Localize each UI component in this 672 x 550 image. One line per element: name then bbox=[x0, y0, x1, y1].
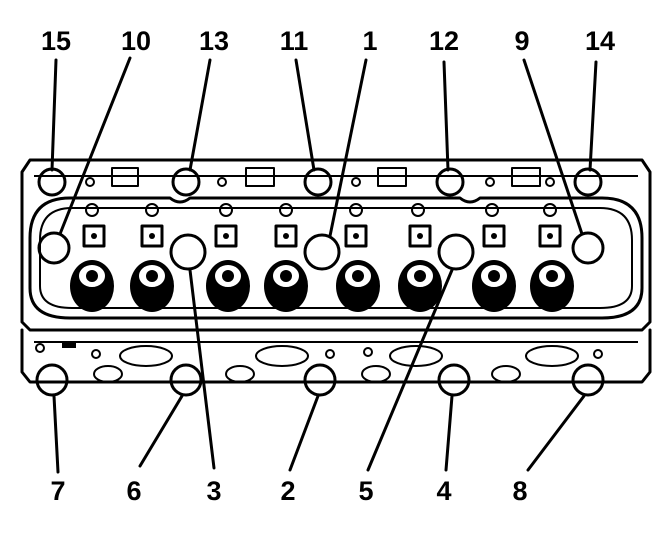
callout-2: 2 bbox=[280, 476, 295, 506]
callout-12: 12 bbox=[429, 26, 459, 56]
callout-labels: 1 2 3 4 5 6 7 8 9 10 11 12 13 14 15 bbox=[41, 26, 615, 506]
callout-1: 1 bbox=[362, 26, 377, 56]
valve-spring bbox=[398, 260, 442, 312]
callout-9: 9 bbox=[514, 26, 529, 56]
valve-stems bbox=[82, 203, 562, 248]
cylinder-head-outline bbox=[20, 158, 652, 332]
bolt-6 bbox=[169, 363, 203, 397]
valve-spring bbox=[530, 260, 574, 312]
bolt-7 bbox=[35, 363, 69, 397]
callout-11: 11 bbox=[280, 26, 309, 56]
bolt-12 bbox=[435, 167, 465, 197]
bolt-14 bbox=[573, 167, 603, 197]
valve-springs bbox=[70, 260, 574, 312]
callout-10: 10 bbox=[121, 26, 151, 56]
lower-deck bbox=[20, 328, 652, 384]
valve-spring bbox=[472, 260, 516, 312]
bolt-1 bbox=[303, 233, 341, 271]
bolt-2 bbox=[303, 363, 337, 397]
valve-spring bbox=[264, 260, 308, 312]
bolt-15 bbox=[37, 167, 67, 197]
bolt-9 bbox=[571, 231, 605, 265]
bolt-5 bbox=[437, 233, 475, 271]
valve-spring bbox=[130, 260, 174, 312]
bolt-3 bbox=[169, 233, 207, 271]
bolt-10 bbox=[37, 231, 71, 265]
valve-spring bbox=[70, 260, 114, 312]
bolt-11 bbox=[303, 167, 333, 197]
callout-13: 13 bbox=[199, 26, 229, 56]
callout-8: 8 bbox=[512, 476, 527, 506]
callout-5: 5 bbox=[358, 476, 373, 506]
callout-14: 14 bbox=[585, 26, 615, 56]
callout-6: 6 bbox=[126, 476, 141, 506]
bolt-8 bbox=[571, 363, 605, 397]
callout-15: 15 bbox=[41, 26, 71, 56]
top-ports bbox=[85, 167, 555, 187]
valve-spring bbox=[336, 260, 380, 312]
callout-4: 4 bbox=[436, 476, 451, 506]
callout-3: 3 bbox=[206, 476, 221, 506]
valve-spring bbox=[206, 260, 250, 312]
callout-7: 7 bbox=[50, 476, 65, 506]
bolt-4 bbox=[437, 363, 471, 397]
leader-lines bbox=[50, 56, 598, 474]
bolt-13 bbox=[171, 167, 201, 197]
